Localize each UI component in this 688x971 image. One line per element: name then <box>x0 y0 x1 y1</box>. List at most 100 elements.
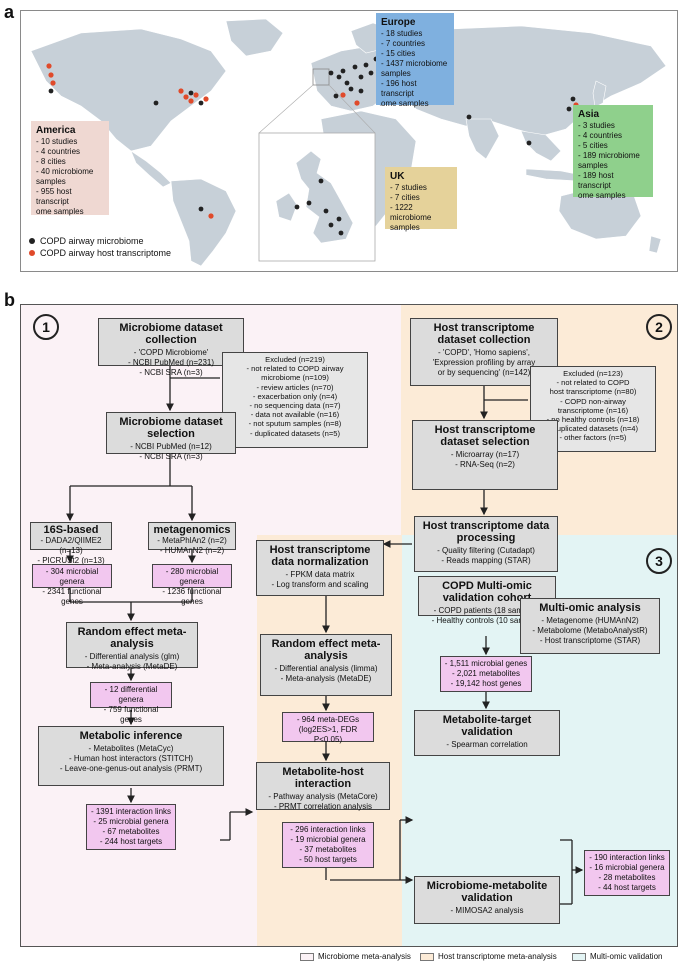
excluded-line: - COPD non-airway <box>560 396 626 406</box>
result-differential: - 12 differential genera - 759 functiona… <box>90 682 172 724</box>
node-microbiome-random-effect: Random effect meta-analysis - Differenti… <box>66 622 198 671</box>
node-title: COPD Multi-omic validation cohort <box>442 580 532 604</box>
excluded-line: - not related to COPD airway <box>246 364 344 374</box>
excluded-line: - data not available (n=16) <box>250 410 340 420</box>
legend-label: COPD airway host transcriptome <box>40 248 172 258</box>
node-line: - Metagenome (HUMAnN2) <box>541 616 639 625</box>
step-2-circle: 2 <box>646 314 672 340</box>
node-title: Random effect meta-analysis <box>77 626 187 650</box>
result-line: - 19,142 host genes <box>450 679 522 688</box>
excluded-microbiome: Excluded (n=219) - not related to COPD a… <box>222 352 368 448</box>
node-line: - PICRUSt2 (n=13) <box>37 556 105 565</box>
legend-label: Multi-omic validation <box>590 952 663 961</box>
result-meta-degs: - 964 meta-DEGs (log2ES>1, FDR P<0.05) <box>282 712 374 744</box>
america-line: - 10 studies <box>36 137 78 146</box>
result-line: - 19 microbial genera <box>290 835 366 844</box>
node-line: - Differential analysis (glm) <box>84 652 180 661</box>
map-legend: COPD airway microbiome COPD airway host … <box>29 235 171 259</box>
swatch-icon <box>300 952 314 961</box>
result-line: - 1,511 microbial genes <box>444 659 528 668</box>
result-line: - 50 host targets <box>299 855 357 864</box>
node-line: - HUMAnN2 (n=2) <box>159 546 225 555</box>
node-line: - Meta-analysis (MetaDE) <box>86 662 178 671</box>
uk-title: UK <box>390 171 405 182</box>
node-line: - Metabolome (MetaboAnalystR) <box>532 626 648 635</box>
result-line: - 12 differential genera <box>104 685 158 704</box>
panel-a-letter: a <box>4 2 15 22</box>
uk-line: - 7 cities <box>390 193 420 202</box>
excluded-line: microbiome (n=109) <box>261 373 329 383</box>
excluded-line: - not related to COPD <box>556 378 630 388</box>
excluded-line: Excluded (n=219) <box>265 355 325 364</box>
uk-callout: UK - 7 studies - 7 cities - 1222 microbi… <box>385 167 457 232</box>
uk-line: - 7 studies <box>390 183 427 192</box>
europe-title: Europe <box>381 17 416 28</box>
node-title: Metabolite-host interaction <box>282 766 364 790</box>
node-title: Metabolite-target validation <box>442 714 532 738</box>
result-line: - 190 interaction links <box>589 853 665 862</box>
node-line: - Leave-one-genus-out analysis (PRMT) <box>59 764 203 773</box>
europe-line: - 1437 microbiome <box>381 59 448 68</box>
legend-label: COPD airway microbiome <box>40 236 144 246</box>
legend-validation: Multi-omic validation <box>572 952 662 961</box>
node-line: - FPKM data matrix <box>285 570 355 579</box>
red-dot-icon <box>29 250 35 256</box>
result-metagenomics: - 280 microbial genera - 1236 functional… <box>152 564 232 606</box>
node-host-selection: Host transcriptome dataset selection - M… <box>412 420 558 490</box>
asia-title: Asia <box>578 109 600 120</box>
uk-line: samples <box>390 223 420 232</box>
result-line: - 1236 functional genes <box>162 587 222 606</box>
result-line: - 2,021 metabolites <box>451 669 521 678</box>
excluded-line: - no healthy controls (n=18) <box>546 415 640 425</box>
node-line: - NCBI SRA (n=3) <box>139 452 203 461</box>
swatch-icon <box>420 952 434 961</box>
node-line: or by sequencing' (n=142) <box>437 368 531 377</box>
node-title: Host transcriptome dataset collection <box>433 322 535 346</box>
asia-line: - 3 studies <box>578 121 615 130</box>
europe-line: - 196 host transcript <box>381 79 417 98</box>
result-metabolite-host: - 296 interaction links - 19 microbial g… <box>282 822 374 868</box>
node-metabolic-inference: Metabolic inference - Metabolites (MetaC… <box>38 726 224 786</box>
america-line: ome samples <box>36 207 84 216</box>
legend-host: Host transcriptome meta-analysis <box>420 952 557 961</box>
europe-line: - 15 cities <box>381 49 416 58</box>
excluded-line: - other factors (n=5) <box>559 433 627 443</box>
node-line: - Differential analysis (limma) <box>274 664 378 673</box>
america-line: - 40 microbiome <box>36 167 94 176</box>
node-title: Metabolic inference <box>79 730 183 742</box>
node-line: - RNA-Seq (n=2) <box>455 460 515 469</box>
excluded-line: - not sputum samples (n=8) <box>248 419 342 429</box>
excluded-line: - exacerbation only (n=4) <box>252 391 338 401</box>
node-line: - Host transcriptome (STAR) <box>539 636 641 645</box>
swatch-icon <box>572 952 586 961</box>
node-16s: 16S-based - DADA2/QIIME2 (n=13) - PICRUS… <box>30 522 112 565</box>
node-line: - Spearman correlation <box>446 740 528 749</box>
node-title: Multi-omic analysis <box>539 602 641 614</box>
node-title: Host transcriptome data normalization <box>269 544 371 568</box>
node-line: - Quality filtering (Cutadapt) <box>437 546 535 555</box>
node-multiomic-analysis: Multi-omic analysis - Metagenome (HUMAnN… <box>520 598 660 654</box>
result-inference: - 1391 interaction links - 25 microbial … <box>86 804 176 850</box>
asia-line: ome samples <box>578 191 626 200</box>
europe-line: ome samples <box>381 99 429 108</box>
asia-line: - 4 countries <box>578 131 623 140</box>
result-line: - 16 microbial genera <box>589 863 665 872</box>
legend-item-host: COPD airway host transcriptome <box>29 247 171 259</box>
result-line: - 304 microbial genera <box>45 567 99 586</box>
excluded-line: - review articles (n=70) <box>256 382 334 392</box>
node-microbiome-selection: Microbiome dataset selection - NCBI PubM… <box>106 412 236 461</box>
excluded-line: - duplicated datasets (n=5) <box>249 428 341 438</box>
america-line: - 955 host transcript <box>36 187 72 206</box>
node-host-random-effect: Random effect meta-analysis - Differenti… <box>260 634 392 696</box>
node-title: Microbiome dataset collection <box>119 322 223 346</box>
node-metabolite-host: Metabolite-host interaction - Pathway an… <box>256 762 390 811</box>
node-title: metagenomics <box>153 524 231 536</box>
legend-label: Host transcriptome meta-analysis <box>438 952 557 961</box>
node-line: - NCBI PubMed (n=231) <box>127 358 215 367</box>
node-line: - COPD patients (18 samples) <box>433 606 541 615</box>
world-map: America - 10 studies - 4 countries - 8 c… <box>20 10 678 272</box>
step-3-circle: 3 <box>646 548 672 574</box>
step-1-circle: 1 <box>33 314 59 340</box>
